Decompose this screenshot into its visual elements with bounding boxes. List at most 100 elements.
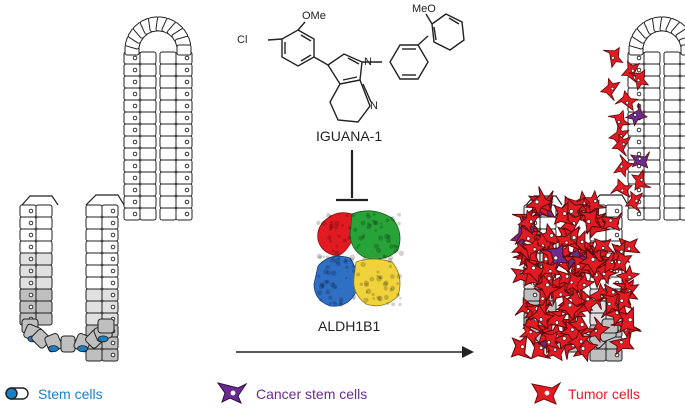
epithelial-cell	[101, 264, 119, 278]
epithelial-cell	[643, 99, 661, 113]
epithelial-cell	[19, 288, 37, 302]
tumor-cell	[599, 77, 621, 102]
epithelial-cell	[643, 207, 661, 221]
epithelial-cell	[139, 195, 157, 209]
epithelial-cell	[643, 87, 661, 101]
epithelial-cell	[123, 87, 141, 101]
legend-cancer-stem-cells: Cancer stem cells	[256, 386, 368, 402]
tumor-cell	[514, 225, 540, 246]
epithelial-cell	[85, 216, 103, 230]
tumor-cell	[564, 270, 584, 293]
tumor-crypt	[523, 16, 685, 362]
methoxy-right-label: MeO	[412, 3, 436, 15]
epithelial-cell	[663, 183, 681, 197]
epithelial-cell	[159, 183, 177, 197]
epithelial-cell	[663, 123, 681, 137]
epithelial-cell	[679, 207, 685, 221]
epithelial-cell	[35, 240, 53, 254]
epithelial-cell	[643, 123, 661, 137]
epithelial-cell	[123, 195, 141, 209]
epithelial-cell	[85, 228, 103, 242]
epithelial-cell	[159, 195, 177, 209]
epithelial-cell	[175, 75, 193, 89]
epithelial-cell	[101, 204, 119, 218]
tumor-cell	[545, 343, 567, 362]
epithelial-cell	[679, 63, 685, 77]
epithelial-cell	[85, 204, 103, 218]
tumor-cell	[586, 316, 611, 344]
epithelial-cell	[19, 204, 37, 218]
stem-cell-icon	[5, 387, 29, 400]
epithelial-cell	[85, 264, 103, 278]
epithelial-cell	[175, 171, 193, 185]
epithelial-cell	[85, 348, 103, 362]
epithelial-cell	[123, 159, 141, 173]
epithelial-cell	[101, 348, 119, 362]
epithelial-cell	[19, 264, 37, 278]
epithelial-cell	[679, 147, 685, 161]
epithelial-cell	[123, 75, 141, 89]
epithelial-cell	[679, 111, 685, 125]
nitrogen-upper-label: N	[364, 56, 372, 68]
epithelial-cell	[159, 99, 177, 113]
epithelial-cell	[123, 135, 141, 149]
tumor-cell	[611, 133, 632, 157]
epithelial-cell	[175, 63, 193, 77]
epithelial-cell	[159, 147, 177, 161]
epithelial-cell	[159, 111, 177, 125]
epithelial-cell	[35, 216, 53, 230]
epithelial-cell	[663, 51, 681, 65]
epithelial-cell	[123, 111, 141, 125]
inhibition-bar-icon	[336, 150, 368, 202]
epithelial-cell	[101, 276, 119, 290]
epithelial-cell	[679, 123, 685, 137]
epithelial-cell	[159, 51, 177, 65]
epithelial-cell	[139, 123, 157, 137]
epithelial-cell	[123, 183, 141, 197]
epithelial-cell	[643, 135, 661, 149]
epithelial-cell	[663, 87, 681, 101]
epithelial-cell	[139, 147, 157, 161]
epithelial-cell	[19, 300, 37, 314]
epithelial-cell	[679, 183, 685, 197]
epithelial-cell	[139, 159, 157, 173]
compound-name: IGUANA-1	[316, 128, 383, 144]
epithelial-cell	[101, 216, 119, 230]
epithelial-cell	[101, 252, 119, 266]
epithelial-cell	[663, 195, 681, 209]
epithelial-cell	[139, 87, 157, 101]
epithelial-cell	[175, 207, 193, 221]
legend-tumor-cells: Tumor cells	[568, 386, 640, 402]
epithelial-cell	[679, 135, 685, 149]
epithelial-cell	[663, 111, 681, 125]
epithelial-cell	[643, 195, 661, 209]
epithelial-cell	[123, 99, 141, 113]
epithelial-cell	[663, 75, 681, 89]
epithelial-cell	[139, 63, 157, 77]
epithelial-cell	[139, 75, 157, 89]
epithelial-cell	[123, 63, 141, 77]
nitrogen-lower-label: N	[370, 100, 378, 112]
tumor-cell	[578, 247, 610, 277]
epithelial-cell	[139, 51, 157, 65]
tumor-cell-icon	[530, 381, 562, 405]
epithelial-cell	[35, 228, 53, 242]
epithelial-cell	[101, 240, 119, 254]
tumor-cell	[614, 90, 639, 112]
epithelial-cell	[175, 87, 193, 101]
tumor-cell	[610, 178, 633, 198]
aldh1b1-protein	[313, 210, 405, 307]
tumor-cell	[611, 248, 633, 274]
tumor-cell	[532, 272, 563, 301]
epithelial-cell	[35, 288, 53, 302]
epithelial-cell	[175, 123, 193, 137]
epithelial-cell	[663, 159, 681, 173]
epithelial-cell	[123, 147, 141, 161]
tumor-cell	[517, 209, 541, 236]
epithelial-cell	[643, 63, 661, 77]
epithelial-cell	[159, 123, 177, 137]
epithelial-cell	[643, 171, 661, 185]
epithelial-cell	[139, 135, 157, 149]
arrow-right-icon	[236, 346, 474, 358]
